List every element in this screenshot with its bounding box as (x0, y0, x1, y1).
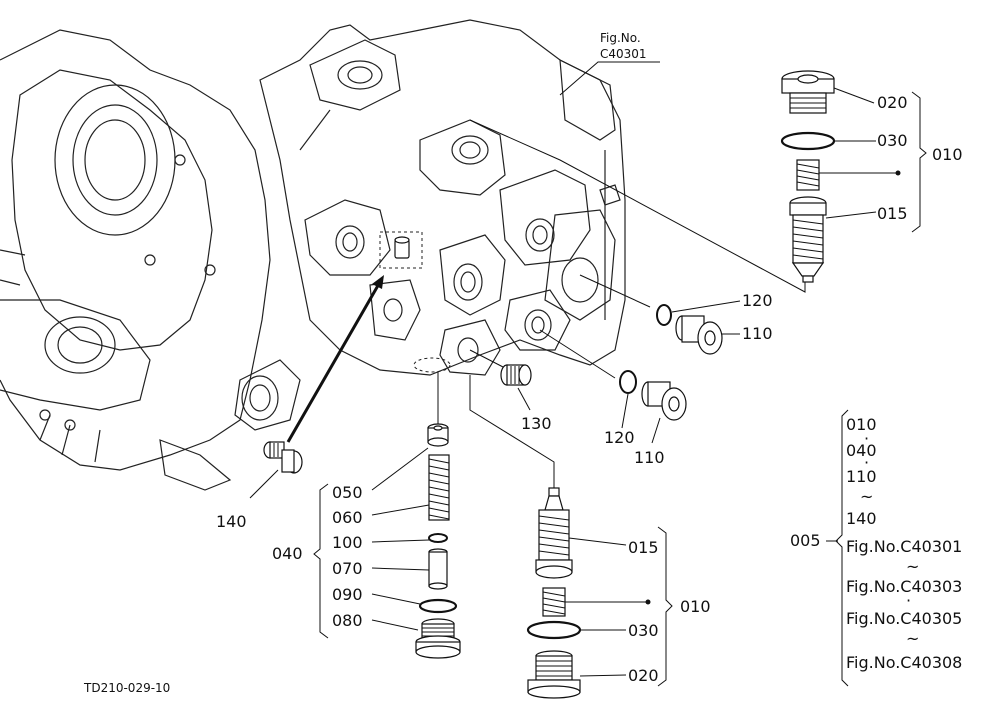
part-080: 080 (332, 611, 363, 630)
group-040: 040 (272, 544, 303, 563)
group-010-top: 010 (932, 145, 963, 164)
location-arrowhead (372, 275, 384, 289)
valve-015-top (789, 196, 827, 283)
asm-item-110: 110 (846, 467, 877, 486)
transmission-case-casting (0, 29, 301, 491)
part-030-top: 030 (877, 131, 908, 150)
part-110-upper: 110 (742, 324, 773, 343)
part-120-upper: 120 (742, 291, 773, 310)
washer-100 (428, 533, 448, 543)
part-015-bottom: 015 (628, 538, 659, 557)
oring-120-lower (619, 370, 637, 394)
part-110-lower: 110 (634, 448, 665, 467)
part-090: 090 (332, 585, 363, 604)
asm-item-010: 010 (846, 415, 877, 434)
bottom-group-leader (469, 375, 555, 488)
plug-110-lower (641, 381, 687, 421)
fig-no-value: C40301 (600, 47, 647, 61)
valve-block-casting (259, 19, 626, 376)
brace-040 (313, 483, 329, 639)
part-030-bottom: 030 (628, 621, 659, 640)
plug-lower-leader (539, 329, 616, 379)
asm-ref-005: 005 (790, 531, 821, 550)
fitting-detail-in-box (394, 236, 410, 259)
oring-090 (418, 598, 458, 614)
group-010-bottom: 010 (680, 597, 711, 616)
asm-fig-2: Fig.No.C40303 (846, 577, 962, 596)
part-140: 140 (216, 512, 247, 531)
part-020-top: 020 (877, 93, 908, 112)
oring-120-upper (656, 304, 672, 326)
part-120-lower: 120 (604, 428, 635, 447)
asm-item-140: 140 (846, 509, 877, 528)
asm-dot-2: · (864, 453, 869, 472)
part-050: 050 (332, 483, 363, 502)
asm-fig-3: Fig.No.C40305 (846, 609, 962, 628)
oring-030-bottom (526, 620, 582, 640)
fitting-location-box (379, 231, 423, 269)
asm-dot-3: · (906, 591, 911, 610)
asm-tilde-3: ~ (906, 629, 919, 648)
part-130: 130 (521, 414, 552, 433)
fig-no-leader (559, 61, 660, 96)
asm-item-040: 040 (846, 441, 877, 460)
part-060: 060 (332, 508, 363, 527)
part-015-top: 015 (877, 204, 908, 223)
plug-080 (415, 618, 461, 659)
part-020-bottom: 020 (628, 666, 659, 685)
sleeve-070 (428, 548, 448, 590)
top-valve-plug-020 (781, 70, 835, 114)
spring-060 (428, 454, 450, 521)
fig-no-label: Fig.No. (600, 31, 641, 45)
fitting-140 (263, 441, 303, 474)
asm-tilde-2: ~ (906, 557, 919, 576)
plug-110-upper (675, 315, 723, 355)
brace-010-top (911, 91, 927, 233)
part-100: 100 (332, 533, 363, 552)
asm-fig-4: Fig.No.C40308 (846, 653, 962, 672)
drawing-code: TD210-029-10 (83, 681, 170, 695)
oring-030-top (780, 131, 836, 151)
top-group-leader (469, 119, 806, 293)
asm-fig-1: Fig.No.C40301 (846, 537, 962, 556)
asm-dot-1: · (864, 429, 869, 448)
spring-top (796, 159, 820, 191)
brace-010-bottom (657, 526, 673, 687)
plug-upper-leader (579, 274, 651, 308)
valve-015-bottom (535, 487, 573, 579)
asm-tilde-1: ~ (860, 487, 873, 506)
part-070: 070 (332, 559, 363, 578)
location-arrow (286, 281, 382, 443)
spring-bottom (542, 587, 566, 617)
poppet-050 (427, 423, 449, 447)
plug-020-bottom (527, 650, 581, 699)
fitting-130 (500, 364, 532, 386)
